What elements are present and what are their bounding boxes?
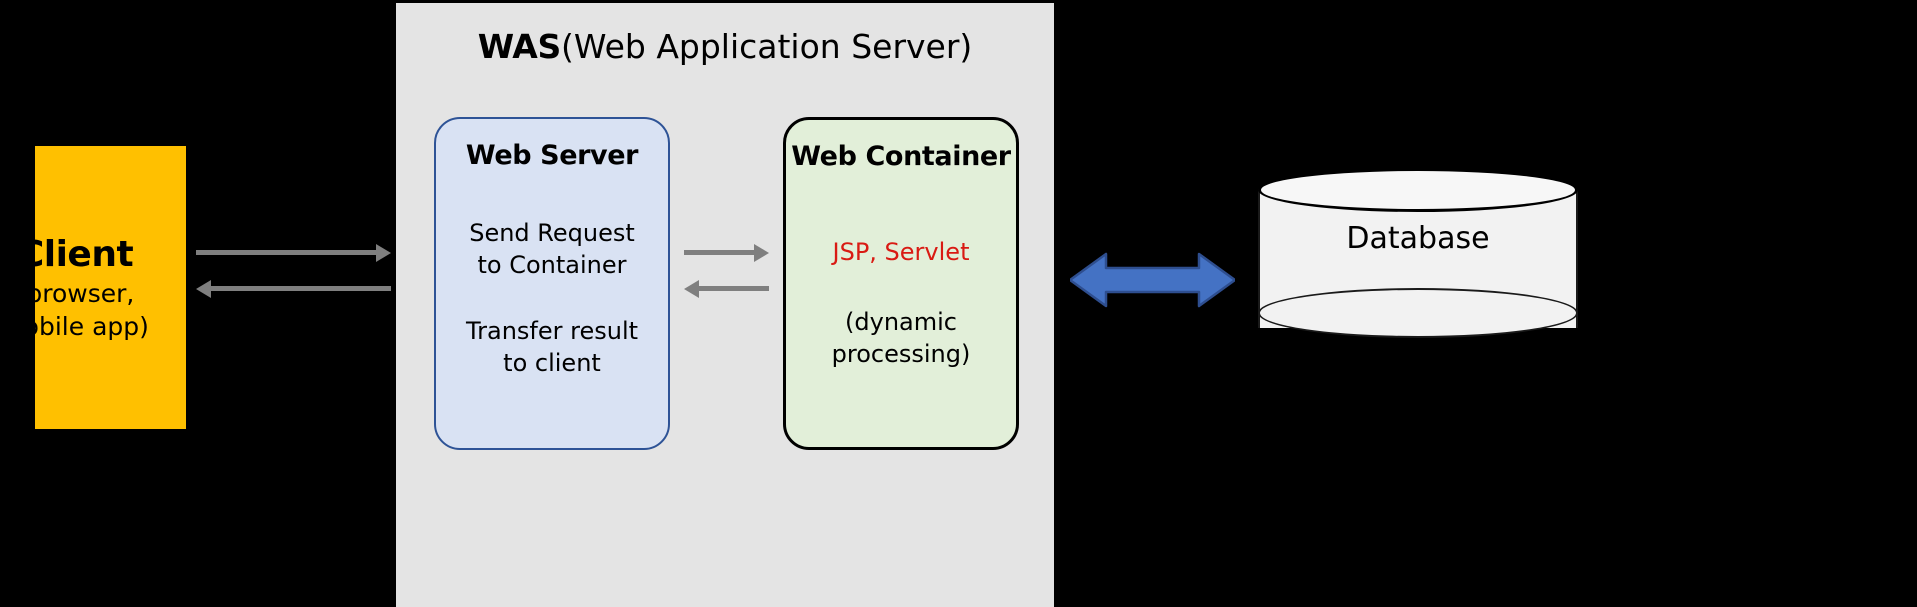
web-server-line-1: Send Request [469,219,635,247]
web-container-line-1: (dynamic [845,308,957,336]
was-panel: WAS(Web Application Server) Web Server S… [396,3,1054,607]
connector-client-webserver [196,244,392,298]
web-server-line-4: to client [503,349,601,377]
was-title-bold: WAS [477,27,562,66]
cylinder-top-ellipse [1258,168,1578,212]
arrow-line-forward [684,250,756,255]
double-arrow-icon [1068,252,1237,308]
arrow-line-back [209,286,391,291]
cylinder-bottom-ellipse [1258,288,1578,338]
web-container-title: Web Container [791,141,1011,172]
client-box[interactable] [35,146,186,429]
arrow-head-back [684,280,699,298]
database-cylinder[interactable]: Database [1258,168,1578,349]
web-server-line-3: Transfer result [465,317,639,345]
was-title-light: (Web Application Server) [561,27,973,66]
database-label: Database [1346,221,1490,256]
connector-webserver-webcontainer [684,244,769,298]
web-container-line-2: processing) [831,340,971,368]
web-container-highlight-line: JSP, Servlet [832,238,970,266]
arrow-line-back [697,286,769,291]
web-server-box[interactable]: Web Server Send Request to Container Tra… [434,117,670,450]
arrow-head-forward [754,244,769,262]
connector-was-database [1068,252,1237,308]
was-title: WAS(Web Application Server) [396,27,1054,67]
web-server-line-2: to Container [477,251,627,279]
web-container-box[interactable]: Web Container JSP, Servlet (dynamic proc… [783,117,1019,450]
arrow-head-back [196,280,211,298]
web-server-title: Web Server [465,140,639,171]
arrow-line-forward [196,250,378,255]
arrow-head-forward [376,244,391,262]
